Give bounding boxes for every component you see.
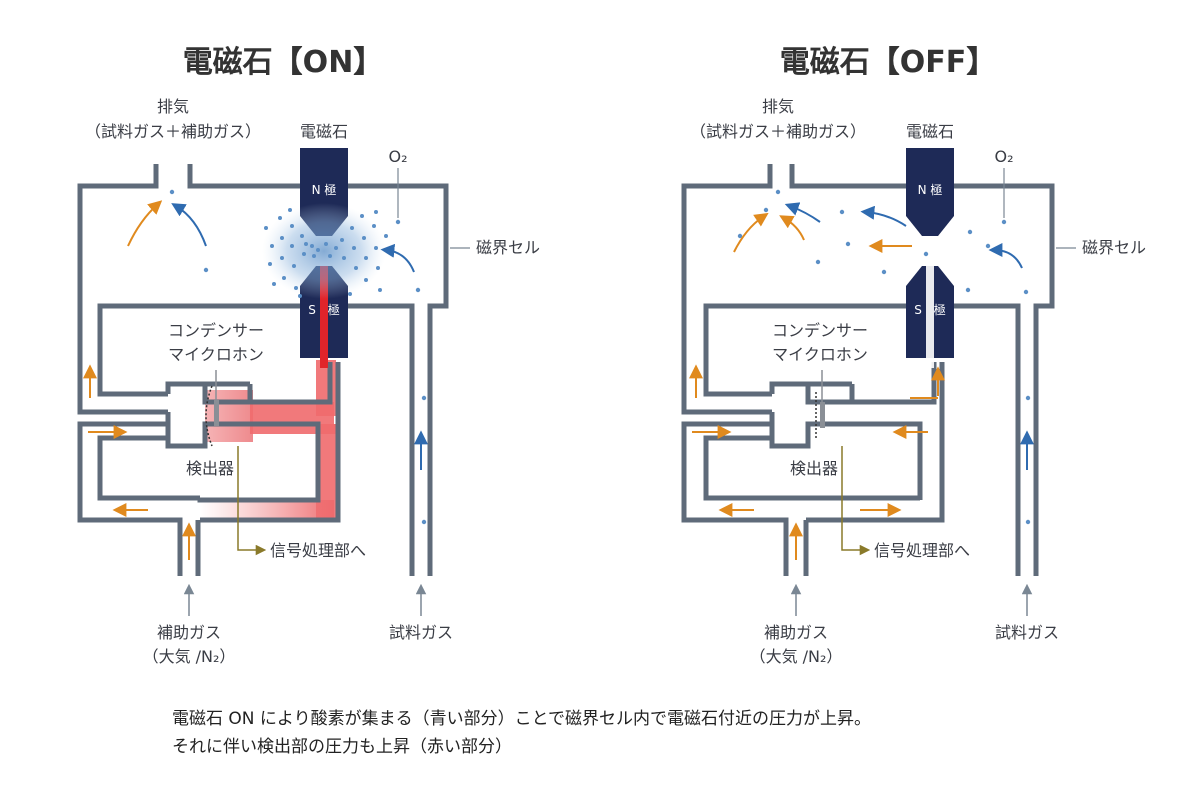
- aux-gas-sublabel: （大気 /N₂）: [750, 647, 843, 666]
- exhaust-label: 排気: [762, 97, 794, 116]
- aux-gas-label: 補助ガス: [764, 623, 828, 642]
- gas-channel-walls: [681, 164, 1055, 576]
- sample-gas-label: 試料ガス: [389, 623, 453, 642]
- caption-line-2: それに伴い検出部の圧力も上昇（赤い部分）: [172, 737, 512, 757]
- panel-title: 電磁石【OFF】: [780, 45, 997, 80]
- sample-gas-label: 試料ガス: [995, 623, 1059, 642]
- o2-label: O₂: [994, 147, 1013, 166]
- signal-label: 信号処理部へ: [874, 541, 970, 560]
- exhaust-sublabel: （試料ガス＋補助ガス）: [85, 122, 261, 141]
- microphone-label: コンデンサー: [772, 321, 868, 340]
- condenser-microphone: [205, 370, 219, 447]
- south-pole-label: S 極: [914, 302, 946, 317]
- north-pole-label: N 極: [918, 182, 943, 197]
- electromagnet-label: 電磁石: [300, 122, 348, 141]
- signal-line: [841, 446, 871, 556]
- magnetic-cell-label: 磁界セル: [476, 238, 540, 257]
- north-pole-label: N 極: [312, 182, 337, 197]
- electromagnet: N 極 S 極: [906, 148, 954, 368]
- panel-electromagnet-on: 電磁石【ON】: [77, 45, 540, 666]
- o2-label: O₂: [388, 147, 407, 166]
- microphone-label: コンデンサー: [168, 321, 264, 340]
- caption-line-1: 電磁石 ON により酸素が集まる（青い部分）ことで磁界セル内で電磁石付近の圧力が…: [172, 709, 871, 729]
- detector-label: 検出器: [186, 459, 234, 478]
- signal-line: [237, 446, 267, 556]
- south-pole-label: S 極: [308, 302, 340, 317]
- sample-gas-flow-arrows: [171, 203, 428, 470]
- auxiliary-gas-flow-arrows: [689, 212, 945, 560]
- panel-title: 電磁石【ON】: [183, 45, 384, 80]
- aux-gas-sublabel: （大気 /N₂）: [143, 647, 236, 666]
- magnetic-cell-label: 磁界セル: [1082, 238, 1146, 257]
- signal-label: 信号処理部へ: [270, 541, 366, 560]
- microphone-sublabel: マイクロホン: [168, 345, 264, 364]
- caption: 電磁石 ON により酸素が集まる（青い部分）ことで磁界セル内で電磁石付近の圧力が…: [172, 709, 871, 757]
- sample-gas-flow-arrows: [784, 202, 1034, 470]
- gas-channel-walls: [77, 164, 449, 576]
- exhaust-sublabel: （試料ガス＋補助ガス）: [690, 122, 866, 141]
- aux-gas-label: 補助ガス: [157, 623, 221, 642]
- auxiliary-gas-flow-arrows: [83, 200, 196, 560]
- condenser-microphone: [815, 370, 825, 440]
- oxygen-molecules: [737, 189, 1031, 525]
- microphone-sublabel: マイクロホン: [772, 345, 868, 364]
- electromagnet-label: 電磁石: [906, 122, 954, 141]
- detector-label: 検出器: [790, 459, 838, 478]
- panel-electromagnet-off: 電磁石【OFF】 N 極 S 極: [681, 45, 1146, 666]
- exhaust-label: 排気: [157, 97, 189, 116]
- oxygen-cloud: [169, 189, 427, 525]
